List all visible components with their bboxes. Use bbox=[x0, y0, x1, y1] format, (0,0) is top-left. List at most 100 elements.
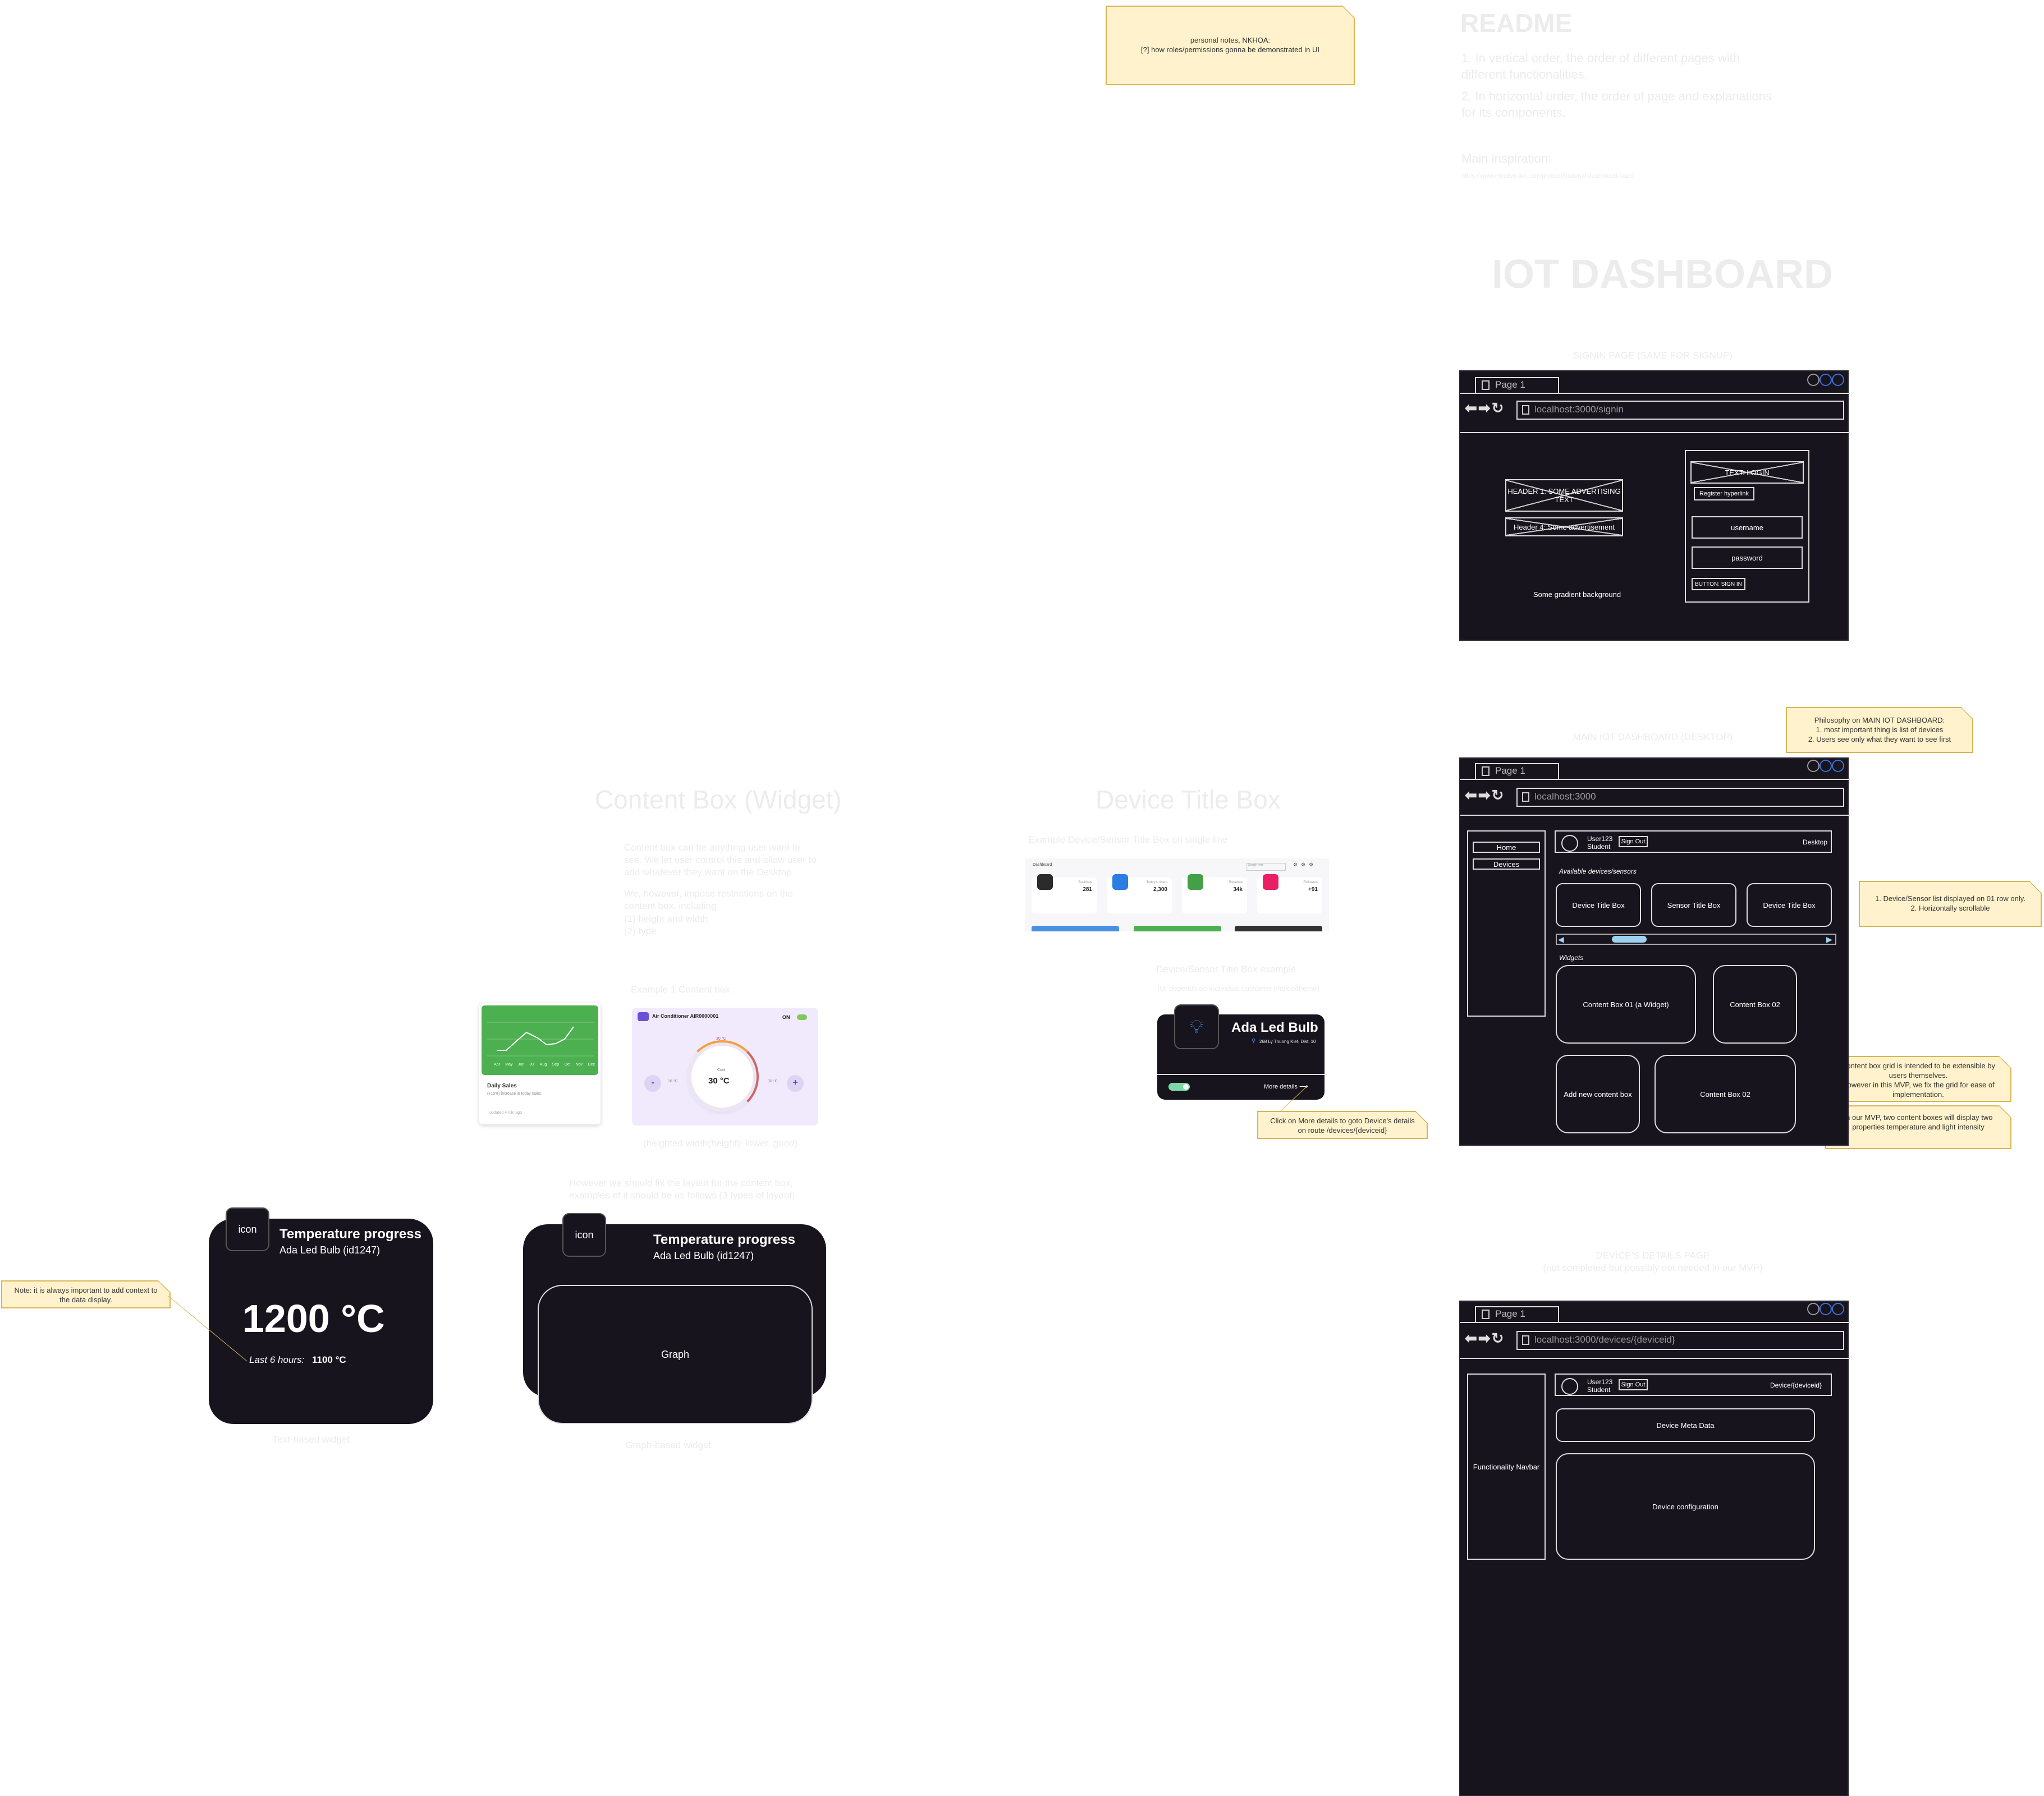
window-circle-icon[interactable] bbox=[1807, 374, 1820, 386]
tab-label: Page 1 bbox=[1495, 379, 1525, 390]
tab-label: Page 1 bbox=[1495, 1308, 1525, 1319]
ac-min: 30 °C bbox=[768, 1080, 778, 1083]
chart-months: Apr May Jun Jul Aug Sep Oct Nov Dec bbox=[494, 1063, 595, 1067]
username-field[interactable]: username bbox=[1692, 516, 1803, 539]
details-url-bar[interactable]: localhost:3000/devices/{deviceid} bbox=[1516, 1331, 1844, 1350]
widget-title: Temperature progress bbox=[653, 1232, 795, 1247]
horizontal-scrollbar[interactable] bbox=[1556, 934, 1836, 945]
device-title-card[interactable]: 💡︎ Ada Led Bulb ⚲ 268 Ly Thuong Kiet, Di… bbox=[1157, 1004, 1325, 1100]
window-circle-icon[interactable] bbox=[1820, 1303, 1832, 1315]
mini-card-label: Bookings bbox=[1078, 881, 1092, 884]
signout-button[interactable]: Sign Out bbox=[1619, 836, 1648, 847]
mini-breadcrumb: Dashboard bbox=[1033, 863, 1052, 867]
dashboard-url-bar[interactable]: localhost:3000 bbox=[1516, 788, 1844, 807]
scroll-left-icon[interactable]: ◀ bbox=[1558, 935, 1564, 944]
content-box-2[interactable]: Content Box 02 bbox=[1713, 965, 1797, 1044]
password-field[interactable]: password bbox=[1692, 546, 1803, 569]
sales-chart-card[interactable]: Apr May Jun Jul Aug Sep Oct Nov Dec Dail… bbox=[479, 1003, 601, 1124]
back-forward-reload-icons[interactable]: ⬅➡↻ bbox=[1465, 787, 1505, 803]
content-box-3[interactable]: Content Box 02 bbox=[1655, 1055, 1796, 1133]
ac-card[interactable]: Air Conditioner AIR0000001 ON 30 °C Cool… bbox=[632, 1008, 818, 1126]
window-circle-icon[interactable] bbox=[1832, 374, 1844, 386]
window-circle-icon[interactable] bbox=[1807, 1303, 1820, 1315]
scroll-right-icon[interactable]: ▶ bbox=[1826, 935, 1832, 944]
scroll-thumb[interactable] bbox=[1612, 936, 1647, 943]
content-box-1[interactable]: Content Box 01 (a Widget) bbox=[1556, 965, 1696, 1044]
device-title-box[interactable]: Device Title Box bbox=[1556, 883, 1641, 927]
window-circle-icon[interactable] bbox=[1832, 760, 1844, 772]
sales-chart: Apr May Jun Jul Aug Sep Oct Nov Dec bbox=[482, 1005, 598, 1075]
device-title-section-title: Device Title Box bbox=[1096, 785, 1281, 814]
details-caption-2: (not completed but possibly not needed i… bbox=[1543, 1262, 1763, 1273]
divider bbox=[1460, 815, 1850, 816]
mini-card-icon bbox=[1188, 874, 1203, 890]
mini-icons[interactable]: ⚙⚙⚙ bbox=[1293, 862, 1317, 867]
window-circle-icon[interactable] bbox=[1820, 374, 1832, 386]
device-configuration[interactable]: Device configuration bbox=[1556, 1453, 1815, 1560]
note-personal: personal notes, NKHOA: [?] how roles/per… bbox=[1106, 6, 1355, 85]
signout-button[interactable]: Sign Out bbox=[1619, 1379, 1648, 1390]
dashboard-tab[interactable]: Page 1 bbox=[1475, 763, 1559, 779]
text-widget[interactable]: icon Temperature progress Ada Led Bulb (… bbox=[209, 1207, 433, 1424]
gradient-label: Some gradient background bbox=[1533, 590, 1621, 599]
page-icon bbox=[1482, 1310, 1490, 1319]
month-label: Dec bbox=[588, 1063, 595, 1067]
signin-tab[interactable]: Page 1 bbox=[1475, 377, 1559, 393]
device-title-box[interactable]: Device Title Box bbox=[1747, 883, 1832, 927]
ac-state: ON bbox=[782, 1014, 790, 1020]
ac-name: Air Conditioner AIR0000001 bbox=[652, 1013, 719, 1019]
ac-toggle[interactable] bbox=[797, 1014, 807, 1020]
divider bbox=[1460, 1322, 1850, 1323]
more-details-link[interactable]: More details ⟶ bbox=[1264, 1083, 1308, 1090]
device-example-sub: (UI depends on individual customer choic… bbox=[1157, 984, 1320, 993]
window-circle-icon[interactable] bbox=[1832, 1303, 1844, 1315]
window-circle-icon[interactable] bbox=[1807, 760, 1820, 772]
page-icon bbox=[1482, 766, 1490, 776]
readme-line-2: 2. In horizontal order, the order of pag… bbox=[1461, 89, 1772, 120]
details-caption: DEVICE'S DETAILS PAGE bbox=[1596, 1250, 1710, 1261]
sensor-title-box[interactable]: Sensor Title Box bbox=[1651, 883, 1736, 927]
mini-search[interactable]: Search here bbox=[1246, 863, 1286, 871]
example-label: Example 1 Content box bbox=[631, 984, 730, 995]
nav-devices[interactable]: Devices bbox=[1473, 858, 1540, 870]
readme-line-1: 1. In vertical order, the order of diffe… bbox=[1461, 51, 1740, 81]
month-label: Jun bbox=[517, 1063, 525, 1067]
example-caption: (heighted width(height): lower, good) bbox=[643, 1138, 798, 1149]
text-login: TEXT: LOGIN bbox=[1690, 461, 1804, 484]
functionality-navbar[interactable]: Functionality Navbar bbox=[1467, 1374, 1546, 1560]
month-label: Sep bbox=[552, 1063, 560, 1067]
ac-plus-button[interactable]: + bbox=[787, 1075, 804, 1092]
ac-max: 16 °C bbox=[668, 1080, 678, 1083]
page-icon bbox=[1522, 405, 1529, 415]
signin-button[interactable]: BUTTON: SIGN IN bbox=[1692, 578, 1745, 590]
avatar[interactable] bbox=[1561, 1378, 1578, 1395]
readme-inspiration-link[interactable]: https://www.creative-tim.com/product/mat… bbox=[1461, 173, 1633, 180]
ac-arc bbox=[686, 1040, 759, 1113]
divider bbox=[1157, 1074, 1325, 1075]
graph-label: Graph bbox=[661, 1348, 690, 1360]
add-content-box[interactable]: Add new content box bbox=[1556, 1055, 1640, 1133]
signin-url-bar[interactable]: localhost:3000/signin bbox=[1516, 401, 1844, 420]
note-context: Note: it is always important to add cont… bbox=[1, 1280, 171, 1308]
avatar[interactable] bbox=[1561, 835, 1578, 852]
ac-top-temp: 30 °C bbox=[716, 1037, 726, 1041]
ac-minus-button[interactable]: - bbox=[644, 1075, 661, 1092]
mini-card-icon bbox=[1112, 874, 1128, 890]
register-link[interactable]: Register hyperlink bbox=[1694, 487, 1754, 500]
window-circle-icon[interactable] bbox=[1820, 760, 1832, 772]
device-meta-data[interactable]: Device Meta Data bbox=[1556, 1408, 1815, 1442]
device-toggle[interactable] bbox=[1168, 1083, 1190, 1091]
back-forward-reload-icons[interactable]: ⬅➡↻ bbox=[1465, 399, 1505, 416]
breadcrumb: Device/{deviceid} bbox=[1770, 1381, 1822, 1389]
divider bbox=[1460, 1358, 1850, 1359]
toggle-knob bbox=[1183, 1084, 1189, 1090]
nav-home[interactable]: Home bbox=[1473, 842, 1540, 853]
details-tab[interactable]: Page 1 bbox=[1475, 1306, 1559, 1322]
back-forward-reload-icons[interactable]: ⬅➡↻ bbox=[1465, 1330, 1505, 1347]
graph-area[interactable]: Graph bbox=[538, 1285, 813, 1424]
mini-card-value: 2,300 bbox=[1153, 886, 1167, 893]
